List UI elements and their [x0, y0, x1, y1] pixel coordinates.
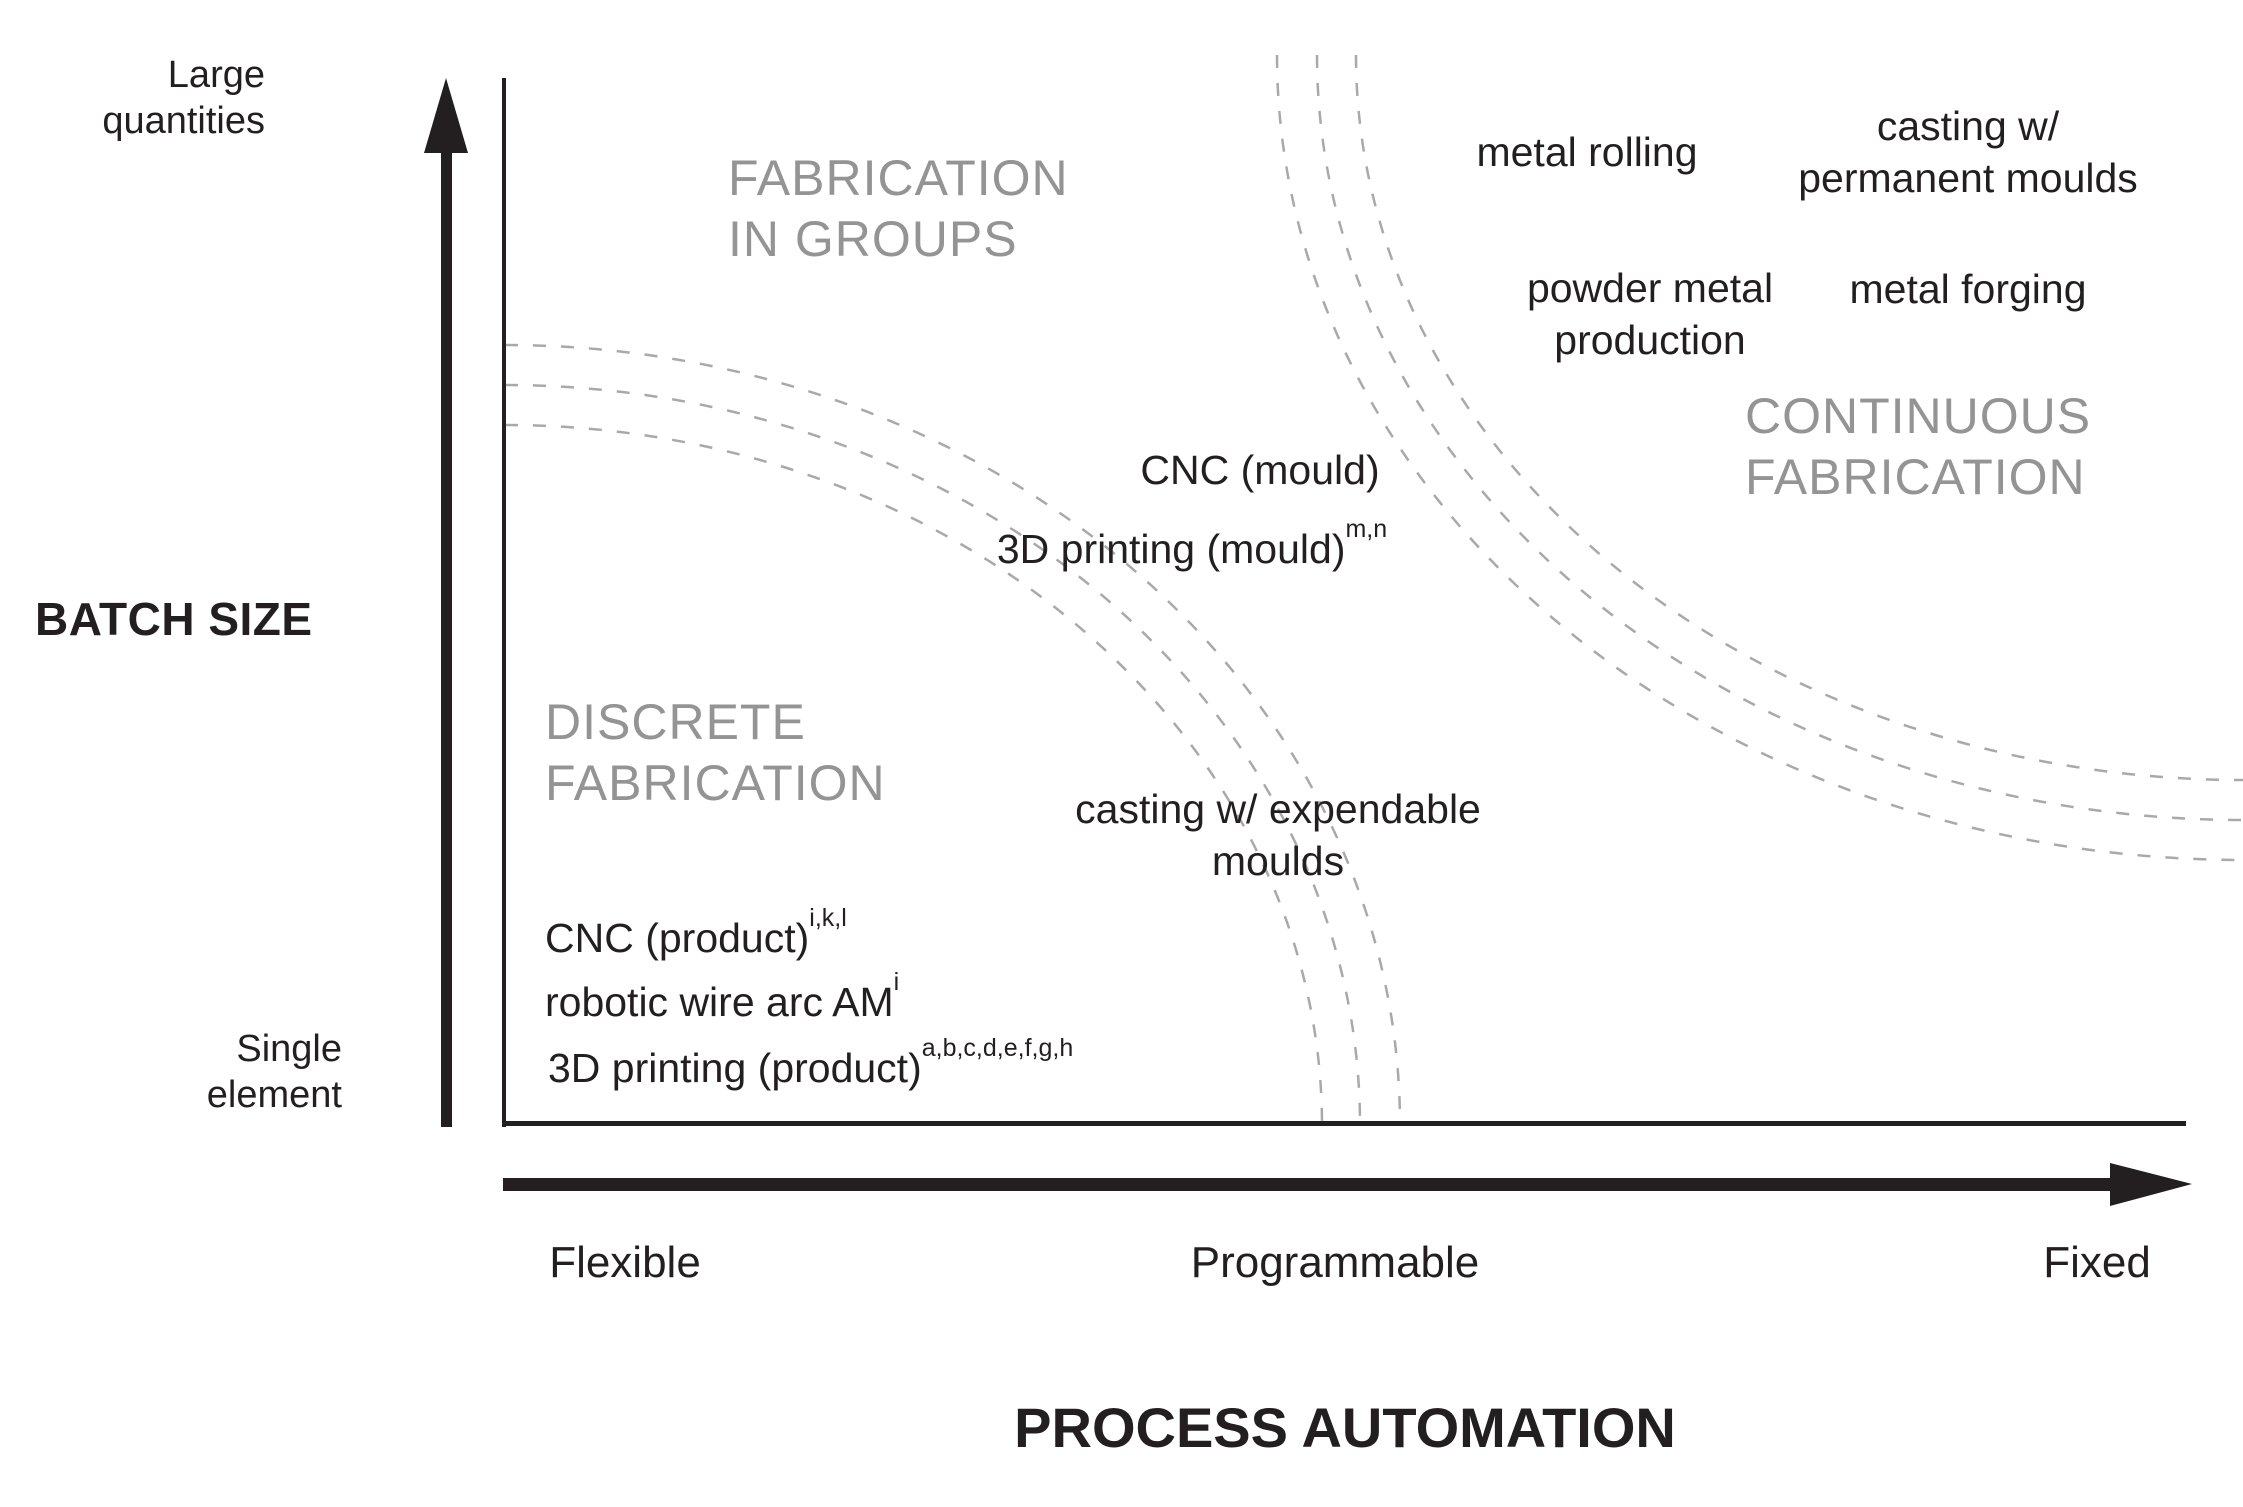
- x-tick-fixed: Fixed: [2043, 1238, 2151, 1287]
- plot-bottom-border: [502, 1121, 2186, 1126]
- x-axis-arrowhead: [2110, 1163, 2192, 1206]
- region-groups-line2: IN GROUPS: [728, 211, 1018, 267]
- region-continuous-line2: FABRICATION: [1745, 449, 2086, 505]
- process-metal-rolling: metal rolling: [1476, 129, 1698, 175]
- process-3d-printing-mould: 3D printing (mould)m,n: [996, 517, 1387, 575]
- process-powder-metal-production: powder metal production: [1527, 262, 1773, 366]
- powder-metal-line1: powder metal: [1526, 265, 1774, 311]
- y-axis-arrowhead: [424, 78, 468, 153]
- process-casting-permanent-moulds: casting w/ permanent moulds: [1798, 100, 2138, 204]
- casting-permanent-line2: permanent moulds: [1798, 155, 2138, 201]
- process-casting-expendable-moulds: casting w/ expendable moulds: [1075, 783, 1481, 887]
- process-3d-printing-product: 3D printing (product)a,b,c,d,e,f,g,h: [548, 1036, 1073, 1094]
- printing-product-text: 3D printing (product): [548, 1045, 922, 1091]
- casting-expendable-line1: casting w/ expendable: [1075, 786, 1481, 832]
- casting-permanent-line1: casting w/: [1876, 103, 2060, 149]
- region-continuous-line1: CONTINUOUS: [1745, 388, 2092, 444]
- cnc-product-text: CNC (product): [545, 915, 810, 961]
- y-axis-max-label-line1: Large: [167, 54, 265, 96]
- process-cnc-product: CNC (product)i,k,l: [545, 906, 847, 964]
- region-groups-line1: FABRICATION: [728, 150, 1069, 206]
- y-axis-min-label-line1: Single: [236, 1028, 342, 1070]
- region-discrete-line2: FABRICATION: [545, 755, 886, 811]
- x-tick-flexible: Flexible: [549, 1238, 701, 1287]
- process-metal-forging: metal forging: [1849, 266, 2087, 312]
- region-discrete-line1: DISCRETE: [545, 694, 806, 750]
- robotic-wire-arc-superscript: i: [893, 968, 900, 997]
- region-continuous-fabrication: CONTINUOUS FABRICATION: [1745, 386, 2091, 508]
- y-axis-max-label-line2: quantities: [102, 100, 265, 142]
- discrete-groups-boundary-curves: [504, 343, 1402, 1126]
- continuous-fabrication-boundary-curves: [1275, 54, 2243, 862]
- powder-metal-line2: production: [1554, 317, 1746, 363]
- x-tick-programmable: Programmable: [1190, 1238, 1480, 1287]
- casting-expendable-line2: moulds: [1211, 838, 1345, 884]
- y-axis-title: BATCH SIZE: [35, 593, 313, 645]
- robotic-wire-arc-text: robotic wire arc AM: [545, 979, 894, 1025]
- printing-mould-text: 3D printing (mould): [996, 526, 1346, 572]
- cnc-product-superscript: i,k,l: [809, 904, 847, 933]
- region-fabrication-in-groups: FABRICATION IN GROUPS: [728, 148, 1069, 270]
- plot-left-border: [502, 78, 506, 1127]
- printing-product-superscript: a,b,c,d,e,f,g,h: [921, 1034, 1074, 1063]
- y-axis-min-label-line2: element: [206, 1074, 342, 1116]
- process-robotic-wire-arc-am: robotic wire arc AMi: [545, 970, 899, 1028]
- region-discrete-fabrication: DISCRETE FABRICATION: [545, 692, 886, 814]
- x-axis-arrow-shaft: [503, 1178, 2113, 1191]
- process-cnc-mould: CNC (mould): [1140, 447, 1380, 493]
- y-axis-max-label: Large quantities: [102, 52, 265, 144]
- y-axis-min-label: Single element: [207, 1026, 342, 1118]
- x-axis-title: PROCESS AUTOMATION: [1014, 1396, 1676, 1459]
- printing-mould-superscript: m,n: [1345, 515, 1388, 544]
- y-axis-arrow-shaft: [441, 148, 452, 1127]
